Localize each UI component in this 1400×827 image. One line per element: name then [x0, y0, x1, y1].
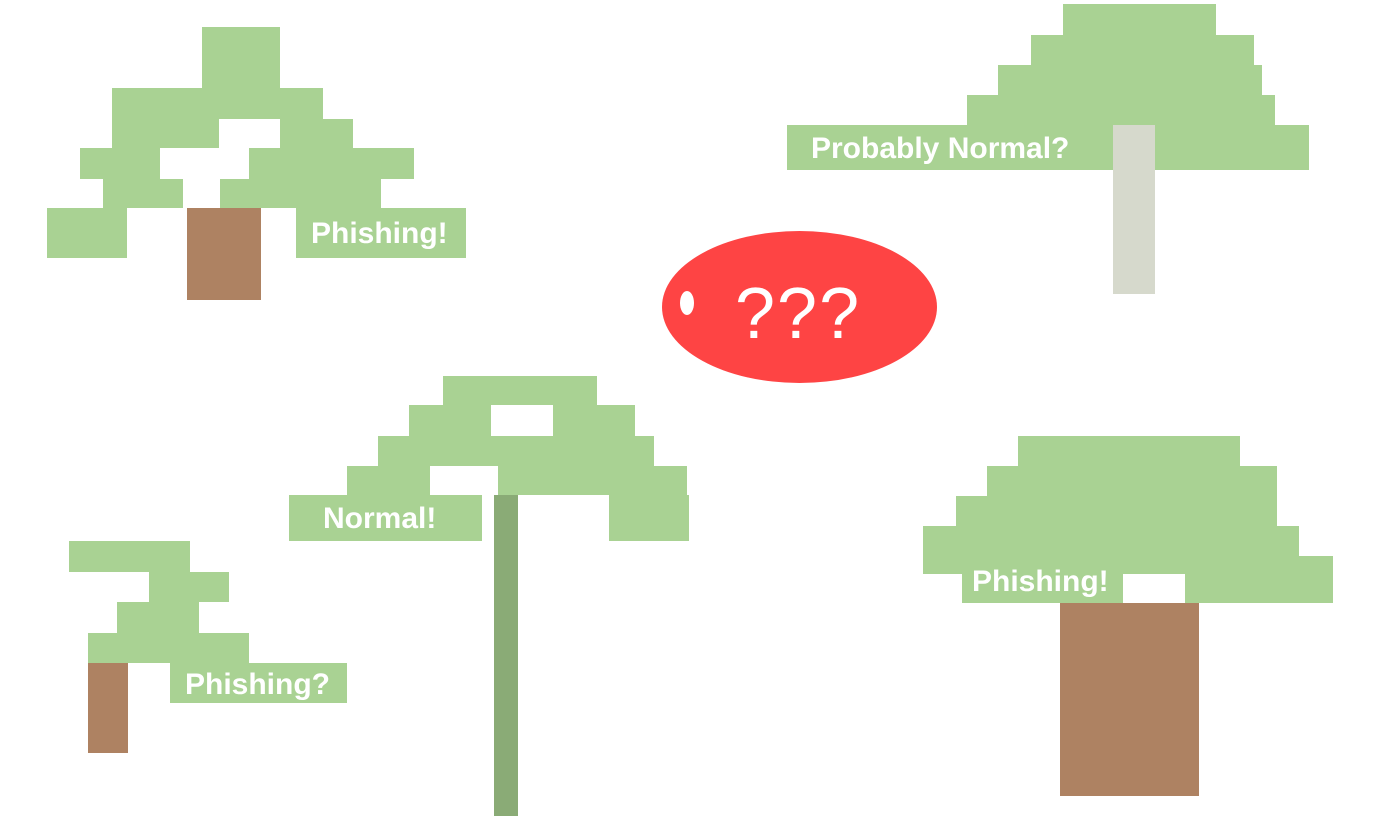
tree-label: Phishing! — [311, 217, 448, 250]
tree-trunk — [187, 208, 261, 300]
foliage-block — [1018, 436, 1240, 466]
foliage-block — [112, 88, 323, 119]
foliage-block — [923, 556, 1333, 574]
foliage-block — [347, 466, 430, 495]
foliage-block — [88, 633, 249, 663]
foliage-block — [609, 495, 689, 541]
label-bar — [787, 125, 1309, 170]
foliage-block — [1185, 574, 1333, 603]
foliage-block — [553, 405, 635, 436]
question-bubble — [662, 231, 937, 383]
tree-label: Phishing? — [185, 668, 330, 701]
foliage-block — [202, 27, 280, 88]
foliage-block — [409, 405, 491, 436]
foliage-block — [112, 119, 219, 148]
tree-label: Probably Normal? — [811, 132, 1070, 165]
foliage-block — [987, 466, 1277, 496]
label-bar — [289, 495, 482, 541]
tree-label: Normal! — [323, 502, 437, 535]
foliage-block — [80, 148, 160, 179]
tree-trunk — [1060, 603, 1199, 796]
foliage-block — [1031, 35, 1254, 65]
foliage-block — [923, 526, 1299, 556]
foliage-block — [1063, 4, 1216, 35]
foliage-block — [249, 148, 414, 179]
foliage-block — [103, 179, 183, 208]
foliage-block — [47, 208, 127, 258]
tree-trunk — [1113, 125, 1155, 294]
foliage-block — [998, 65, 1262, 95]
foliage-block — [967, 95, 1275, 125]
tree-trunk — [88, 663, 128, 753]
foliage-block — [149, 572, 229, 602]
foliage-block — [280, 119, 353, 148]
foliage-block — [498, 466, 687, 495]
bubble-dot — [680, 291, 694, 315]
bubble-text: ??? — [735, 274, 862, 354]
foliage-block — [956, 496, 1277, 526]
foliage-block — [220, 179, 381, 208]
foliage-block — [117, 602, 199, 633]
foliage-block — [69, 541, 190, 572]
foliage-block — [443, 376, 597, 405]
label-bar — [296, 208, 466, 258]
label-bar — [170, 663, 347, 703]
foliage-block — [378, 436, 654, 466]
label-bar — [962, 574, 1123, 603]
tree-trunk — [494, 495, 518, 816]
tree-label: Phishing! — [972, 565, 1109, 598]
